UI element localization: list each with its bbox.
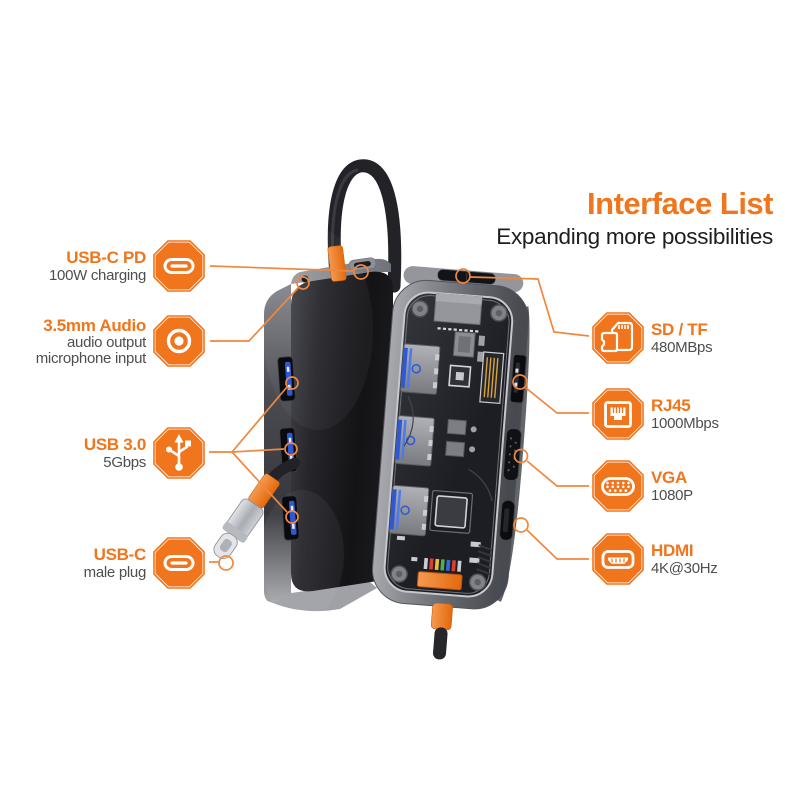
callout-subline: 1080P bbox=[651, 486, 693, 504]
callout-usb-3-0: USB 3.0 5Gbps bbox=[84, 426, 206, 480]
callout-usb-c-pd: USB-C PD 100W charging bbox=[49, 239, 206, 293]
line-rj45 bbox=[525, 387, 589, 414]
hdmi-port-icon bbox=[592, 533, 644, 585]
callout-label: RJ45 bbox=[651, 396, 691, 416]
marker-usb-c-pd bbox=[353, 264, 369, 280]
callout-subline: 1000Mbps bbox=[651, 414, 719, 432]
callout-label: USB-C PD bbox=[66, 248, 146, 268]
usb-c-plug-icon bbox=[153, 537, 205, 589]
hub-back-view bbox=[371, 266, 530, 660]
pin-header bbox=[423, 557, 462, 572]
callout-usb-c-male: USB-C male plug bbox=[84, 536, 206, 590]
vent-slits bbox=[476, 544, 493, 576]
callout-lines bbox=[209, 264, 590, 571]
vga-port-icon bbox=[592, 460, 644, 512]
bottom-strain-relief bbox=[430, 602, 453, 631]
usb-shield-2 bbox=[394, 415, 435, 467]
rj45-usb-port bbox=[509, 354, 527, 404]
audio-jack-icon bbox=[153, 315, 205, 367]
corner-screws bbox=[390, 300, 508, 591]
hdmi-port bbox=[499, 499, 516, 541]
hub-front-view bbox=[213, 159, 402, 620]
usb-shield-1 bbox=[400, 343, 441, 395]
marker-usb-c-male bbox=[218, 555, 234, 571]
marker-rj45 bbox=[512, 374, 528, 390]
usb-shield-3 bbox=[388, 484, 430, 537]
line-hdmi bbox=[526, 529, 589, 560]
marker-usb3-1 bbox=[285, 376, 299, 390]
callout-label: 3.5mm Audio bbox=[43, 315, 146, 335]
callout-label: USB 3.0 bbox=[83, 435, 146, 455]
usb-a-port-3 bbox=[281, 495, 300, 541]
callout-vga: VGA 1080P bbox=[591, 459, 693, 513]
callout-subline: audio output bbox=[67, 333, 146, 351]
line-sd-tf bbox=[469, 276, 590, 337]
marker-audio bbox=[296, 276, 310, 290]
marker-hdmi bbox=[513, 517, 529, 533]
callout-subline: microphone input bbox=[35, 349, 147, 367]
usb-c-port-icon bbox=[153, 240, 205, 292]
callout-subline: 100W charging bbox=[49, 266, 146, 284]
callout-subline: 480MBps bbox=[651, 338, 713, 356]
marker-vga bbox=[513, 448, 529, 464]
page-title: Interface List bbox=[587, 186, 773, 221]
cable-loop bbox=[327, 159, 402, 293]
line-usb-c-pd bbox=[209, 265, 354, 272]
callout-sd-tf: SD / TF 480MBps bbox=[591, 311, 713, 365]
callout-rj45: RJ45 1000Mbps bbox=[591, 387, 719, 441]
callout-subline: male plug bbox=[83, 563, 147, 581]
marker-usb3-2 bbox=[284, 442, 298, 456]
rj45-ethernet-icon bbox=[592, 388, 644, 440]
line-vga bbox=[526, 460, 589, 487]
marker-sd-tf bbox=[455, 268, 471, 284]
sd-tf-card-icon bbox=[592, 312, 644, 364]
line-audio bbox=[210, 287, 299, 342]
callout-audio: 3.5mm Audio audio output microphone inpu… bbox=[36, 314, 206, 368]
orange-board-connector bbox=[416, 571, 463, 591]
callout-label: HDMI bbox=[651, 541, 694, 561]
callout-label: USB-C bbox=[93, 545, 147, 565]
callout-subline: 5Gbps bbox=[103, 453, 146, 471]
bottom-cable bbox=[432, 627, 448, 660]
circuit-board bbox=[388, 292, 508, 591]
page-subtitle: Expanding more possibilities bbox=[496, 224, 773, 249]
callout-subline: 4K@30Hz bbox=[651, 559, 718, 577]
callout-label: VGA bbox=[651, 468, 687, 488]
callout-label: SD / TF bbox=[651, 320, 708, 340]
line-usb3 bbox=[209, 386, 288, 513]
usb-3-trident-icon bbox=[153, 427, 205, 479]
usb-c-male-plug bbox=[213, 473, 280, 560]
callout-hdmi: HDMI 4K@30Hz bbox=[591, 532, 718, 586]
marker-usb3-3 bbox=[285, 510, 299, 524]
cable-strain-relief bbox=[327, 245, 347, 282]
